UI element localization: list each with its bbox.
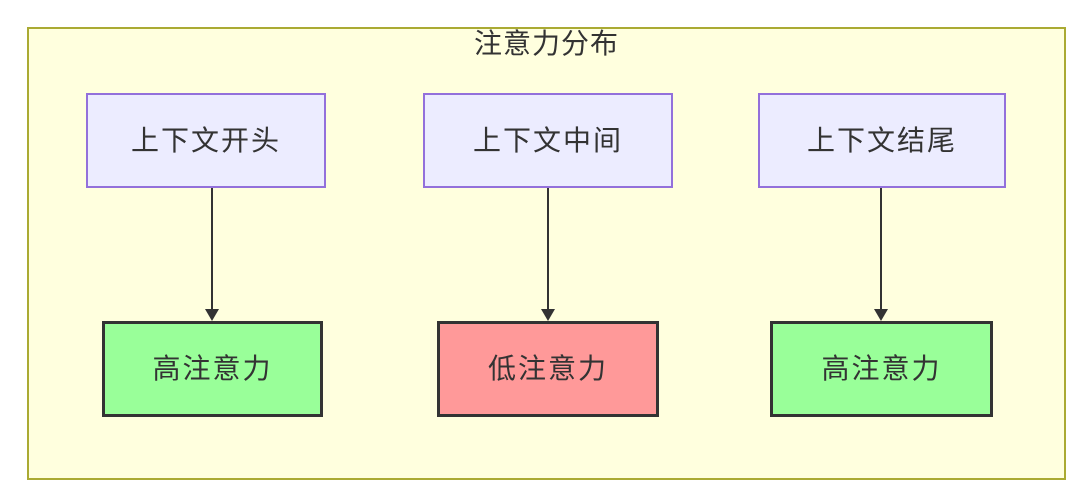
arrow-down-icon [205, 309, 219, 321]
edge-end-to-high [873, 188, 889, 321]
edge-line [547, 188, 549, 311]
arrow-down-icon [874, 309, 888, 321]
node-context-end: 上下文结尾 [758, 93, 1006, 188]
edge-line [211, 188, 213, 311]
node-context-middle: 上下文中间 [423, 93, 673, 188]
node-context-start: 上下文开头 [86, 93, 326, 188]
node-high-attention-left: 高注意力 [102, 321, 323, 417]
edge-line [880, 188, 882, 311]
node-high-attention-right: 高注意力 [770, 321, 993, 417]
node-low-attention-middle: 低注意力 [437, 321, 659, 417]
diagram-title: 注意力分布 [473, 28, 619, 59]
edge-middle-to-low [540, 188, 556, 321]
arrow-down-icon [541, 309, 555, 321]
edge-start-to-high [204, 188, 220, 321]
